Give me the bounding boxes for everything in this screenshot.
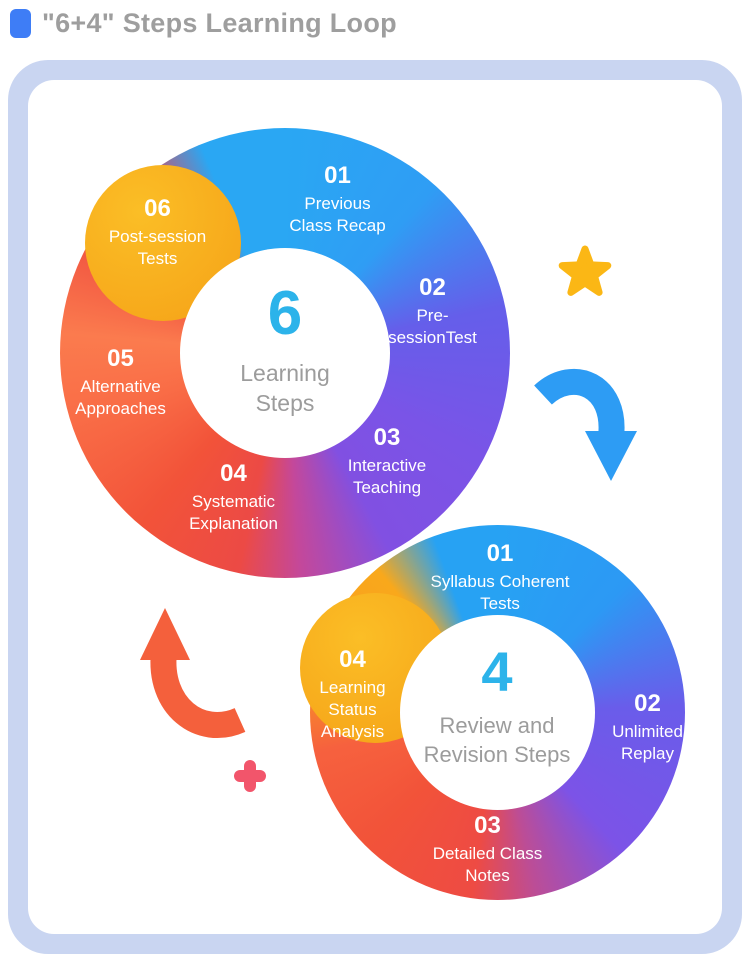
up-arrow-icon [140, 608, 246, 738]
four-step-04: 04 Learning Status Analysis [300, 646, 405, 743]
step-label: Learning Status Analysis [319, 678, 386, 742]
plus-icon [234, 760, 266, 792]
four-steps-hole [400, 615, 595, 810]
six-step-02: 02 Pre- sessionTest [370, 274, 495, 349]
four-steps-center: 4 Review and Revision Steps [397, 644, 597, 769]
down-arrow-icon [534, 368, 637, 481]
step-label: Detailed Class Notes [432, 844, 543, 886]
center-caption: Learning Steps [240, 360, 330, 417]
step-number: 06 [144, 195, 171, 222]
title-marker-icon [10, 9, 31, 38]
step-label: Pre- sessionTest [388, 306, 477, 348]
step-label: Previous Class Recap [289, 194, 386, 236]
center-caption: Review and Revision Steps [423, 713, 571, 768]
center-number: 4 [481, 640, 513, 703]
step-label: Alternative Approaches [75, 377, 166, 419]
step-number: 04 [339, 646, 366, 673]
four-step-02: 02 Unlimited Replay [590, 690, 705, 765]
page-title: "6+4" Steps Learning Loop [42, 8, 397, 38]
page-header: "6+4" Steps Learning Loop [10, 8, 397, 39]
step-label: Interactive Teaching [347, 456, 427, 498]
step-number: 02 [634, 690, 661, 717]
step-number: 03 [474, 812, 501, 839]
six-steps-center: 6 Learning Steps [185, 283, 385, 419]
step-number: 05 [107, 345, 134, 372]
center-number: 6 [267, 279, 303, 348]
six-steps-hole [180, 248, 390, 458]
six-step-06: 06 Post-session Tests [90, 195, 225, 270]
four-step-01: 01 Syllabus Coherent Tests [405, 540, 595, 615]
step-label: Unlimited Replay [612, 722, 683, 764]
step-number: 03 [373, 424, 401, 451]
star-icon [558, 245, 612, 296]
step-number: 01 [486, 540, 514, 567]
step-label: Post-session Tests [108, 227, 207, 269]
step-number: 02 [419, 274, 446, 301]
six-step-04: 04 Systematic Explanation [146, 460, 321, 535]
four-step-03: 03 Detailed Class Notes [395, 812, 580, 887]
step-number: 01 [324, 162, 351, 189]
step-label: Syllabus Coherent Tests [430, 572, 570, 614]
step-number: 04 [220, 460, 247, 487]
six-step-05: 05 Alternative Approaches [48, 345, 193, 420]
step-label: Systematic Explanation [189, 492, 278, 534]
six-step-01: 01 Previous Class Recap [260, 162, 415, 237]
six-step-03: 03 Interactive Teaching [312, 424, 462, 499]
